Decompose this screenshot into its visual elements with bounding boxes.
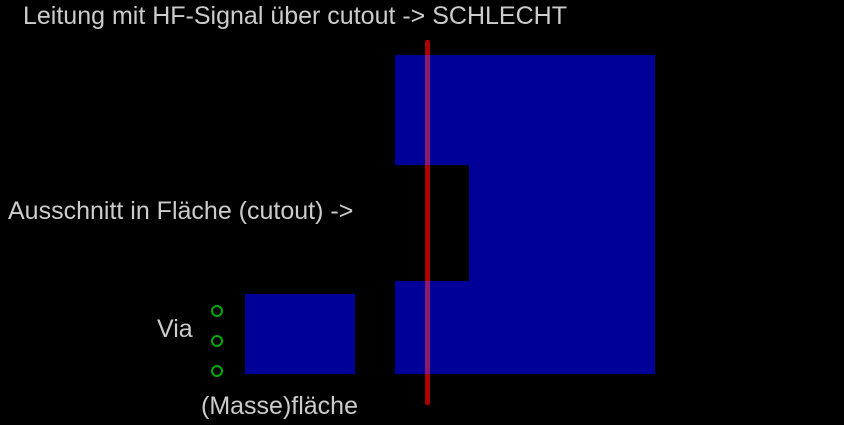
plane-label: (Masse)fläche bbox=[201, 392, 358, 420]
via-2 bbox=[211, 335, 223, 347]
trace-over-plane-bottom bbox=[425, 281, 430, 374]
ground-plane-large bbox=[395, 55, 655, 374]
ground-plane-small bbox=[245, 294, 355, 374]
trace-over-plane-top bbox=[425, 55, 430, 165]
via-label: Via bbox=[157, 315, 193, 343]
via-1 bbox=[211, 305, 223, 317]
via-3 bbox=[211, 365, 223, 377]
cutout-label: Ausschnitt in Fläche (cutout) -> bbox=[8, 197, 354, 225]
title-label: Leitung mit HF-Signal über cutout -> SCH… bbox=[23, 2, 567, 30]
